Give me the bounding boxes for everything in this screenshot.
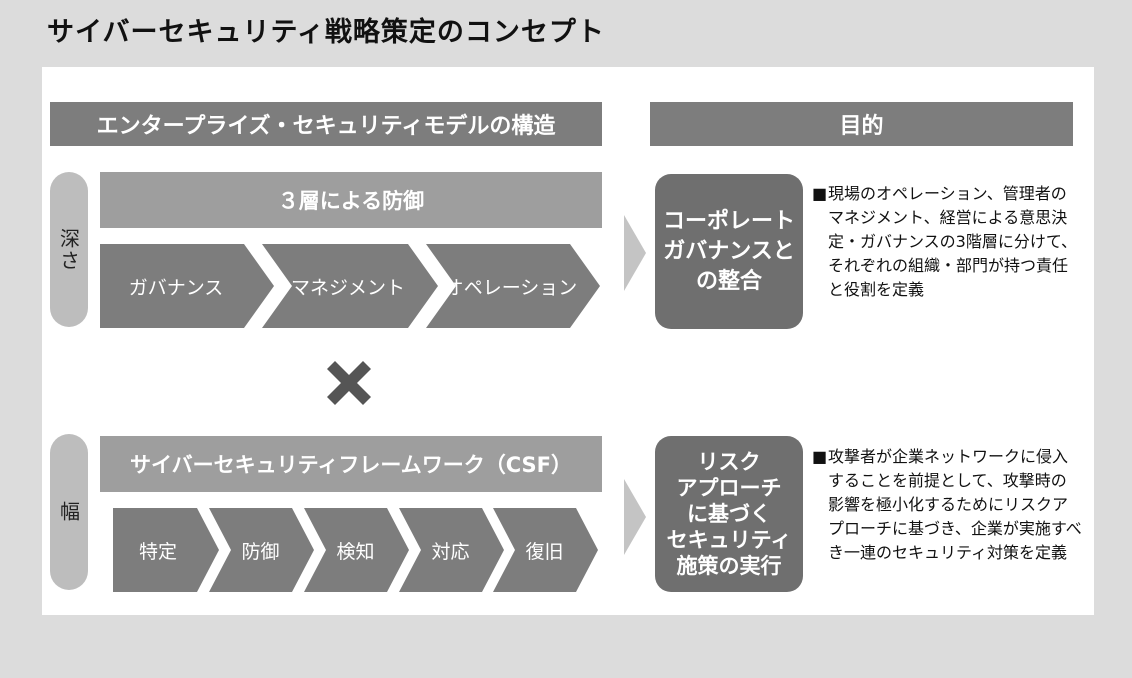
depth-steps: ガバナンス マネジメント オペレーション (100, 244, 600, 328)
step-management: マネジメント (262, 244, 438, 328)
step-detect: 検知 (304, 508, 409, 592)
width-subheader: サイバーセキュリティフレームワーク（CSF） (100, 436, 602, 492)
step-protect: 防御 (209, 508, 314, 592)
step-identify: 特定 (113, 508, 219, 592)
page-title: サイバーセキュリティ戦略策定のコンセプト (47, 17, 605, 48)
structure-header: エンタープライズ・セキュリティモデルの構造 (50, 102, 602, 146)
depth-description: ■ 現場のオペレーション、管理者のマネジメント、経営による意思決定・ガバナンスの… (812, 182, 1082, 302)
depth-description-text: 現場のオペレーション、管理者のマネジメント、経営による意思決定・ガバナンスの3階… (828, 184, 1078, 299)
depth-label: 深さ (50, 172, 88, 327)
cross-icon (327, 361, 371, 405)
width-description: ■ 攻撃者が企業ネットワークに侵入することを前提として、攻撃時の影響を極小化する… (812, 445, 1082, 565)
width-description-text: 攻撃者が企業ネットワークに侵入することを前提として、攻撃時の影響を極小化するため… (828, 447, 1082, 562)
depth-subheader: ３層による防御 (100, 172, 602, 228)
width-goal: リスク アプローチ に基づく セキュリティ 施策の実行 (655, 436, 803, 592)
purpose-header: 目的 (650, 102, 1073, 146)
bullet-square: ■ (812, 184, 828, 203)
width-label: 幅 (50, 434, 88, 590)
step-operation: オペレーション (426, 244, 600, 328)
width-steps: 特定 防御 検知 対応 復旧 (113, 508, 598, 592)
bullet-square: ■ (812, 447, 828, 466)
step-respond: 対応 (399, 508, 504, 592)
step-recover: 復旧 (493, 508, 598, 592)
depth-goal: コーポレート ガバナンスと の整合 (655, 174, 803, 329)
step-governance: ガバナンス (100, 244, 274, 328)
